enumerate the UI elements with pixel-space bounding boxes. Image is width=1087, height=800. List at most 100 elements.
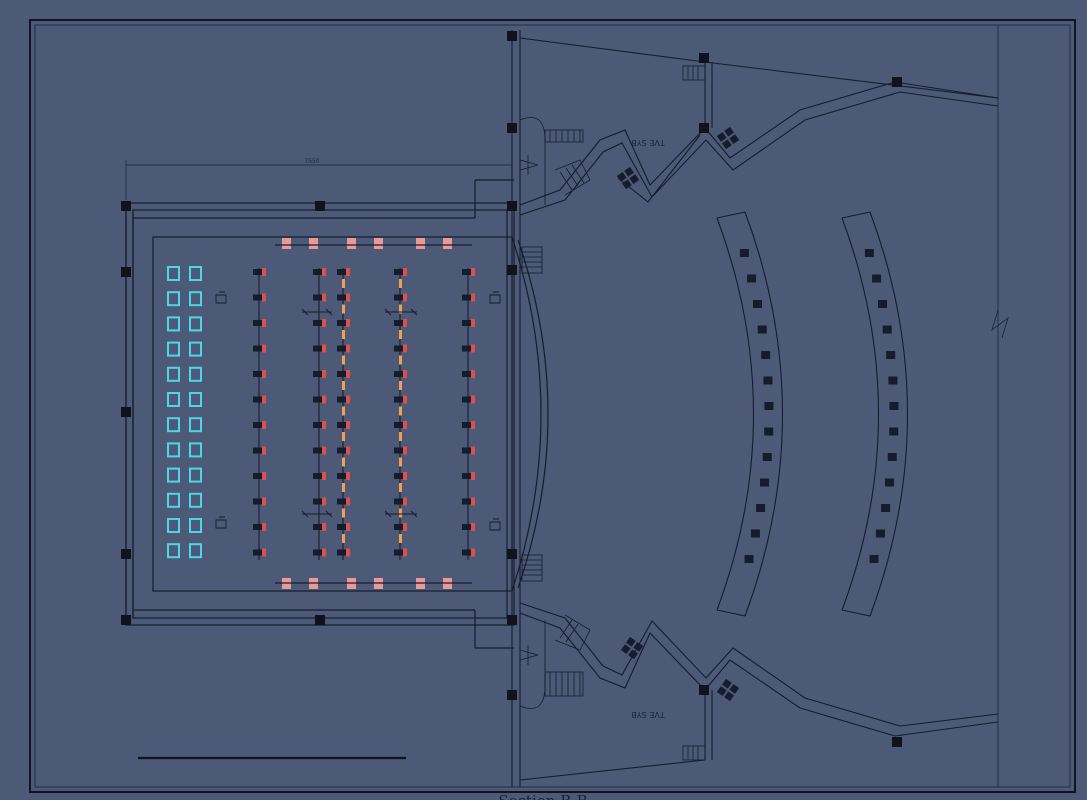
fixture-red — [403, 293, 407, 302]
dimension-line: 7550 — [125, 158, 513, 200]
arc-seat — [885, 478, 895, 487]
cyan-fixture — [189, 442, 202, 458]
fixture-orange — [342, 457, 345, 467]
fixture-body — [253, 371, 265, 377]
seating-arc-front — [716, 211, 783, 617]
sheet-inner-border — [34, 24, 1071, 788]
pink-fixture — [416, 238, 425, 249]
fixture-body — [313, 549, 325, 556]
arc-seat — [886, 351, 896, 359]
arc-seat — [764, 402, 774, 410]
fixture-body — [394, 345, 406, 352]
pink-fixtures — [282, 238, 452, 589]
fixture-body — [394, 320, 406, 326]
fixture-body — [313, 294, 325, 301]
arc-seat-fixtures — [739, 249, 899, 563]
fixture-red — [471, 497, 475, 506]
fixture-body — [337, 396, 349, 403]
fixture-body — [253, 498, 265, 505]
cyan-fixture — [189, 417, 202, 433]
balcony-seat — [724, 691, 734, 702]
fixture-red — [346, 497, 350, 506]
fixture-body — [394, 447, 406, 454]
fixture-body — [394, 371, 406, 377]
corridor-walls — [511, 30, 521, 787]
arc-seat — [875, 529, 885, 538]
fixture-red — [403, 344, 407, 353]
fixture-orange — [399, 483, 402, 492]
fixture-orange — [399, 432, 402, 441]
fixture-body — [394, 524, 406, 530]
cyan-fixture — [167, 341, 180, 357]
cyan-fixtures — [167, 266, 202, 559]
fixture-body — [462, 269, 474, 275]
cyan-fixture — [167, 366, 180, 382]
fixture-body — [337, 473, 349, 479]
fixture-orange — [399, 406, 402, 416]
fixture-orange — [342, 432, 345, 441]
fixture-body — [253, 524, 265, 530]
arc-seat — [882, 325, 892, 334]
fixture-orange — [399, 304, 402, 314]
fixture-red — [322, 344, 326, 353]
fixture-body — [337, 422, 349, 428]
fixture-body — [462, 524, 474, 530]
fixture-body — [462, 422, 474, 428]
column — [507, 265, 517, 275]
column — [507, 615, 517, 625]
column — [121, 549, 131, 559]
arc-seat — [864, 249, 874, 257]
fixture-red — [471, 395, 475, 404]
fixture-red — [346, 370, 350, 378]
arc-seat — [762, 453, 772, 461]
fixture-red — [403, 319, 407, 327]
column — [121, 201, 131, 211]
column — [699, 53, 709, 63]
fixture-red — [346, 268, 350, 276]
fixture-red — [262, 344, 266, 353]
cyan-fixture — [189, 316, 202, 332]
cyan-fixture — [167, 266, 180, 281]
cyan-fixture — [189, 467, 202, 483]
column — [507, 690, 517, 700]
arc-seat — [763, 376, 773, 385]
fixture-red — [471, 319, 475, 327]
seat-cluster — [716, 126, 740, 150]
fixture-red — [403, 523, 407, 531]
fixture-body — [253, 269, 265, 275]
cyan-fixture — [167, 316, 180, 332]
fixture-body — [313, 498, 325, 505]
fixture-orange — [399, 534, 402, 543]
fixture-body — [394, 422, 406, 428]
fixture-orange — [342, 534, 345, 543]
fixture-body — [394, 549, 406, 556]
fixture-body — [337, 320, 349, 326]
fixture-orange — [399, 381, 402, 390]
pink-fixture — [282, 238, 291, 249]
break-line — [991, 309, 1009, 339]
fixture-red — [322, 319, 326, 327]
fixture-body — [313, 447, 325, 454]
fixture-orange — [342, 406, 345, 416]
balcony-seat — [620, 644, 631, 654]
fixture-body — [337, 447, 349, 454]
fixture-red — [322, 421, 326, 429]
cyan-fixture — [189, 266, 202, 281]
column — [892, 77, 902, 87]
fixture-red — [346, 319, 350, 327]
column — [892, 737, 902, 747]
column — [507, 201, 517, 211]
fixture-body — [337, 345, 349, 352]
cyan-fixture — [167, 392, 180, 407]
fixture-red — [403, 446, 407, 455]
fixture-red — [322, 472, 326, 480]
fixture-red — [322, 268, 326, 276]
fixture-red — [346, 548, 350, 557]
fixture-red — [262, 319, 266, 327]
fixture-body — [462, 447, 474, 454]
arc-seat — [761, 351, 771, 359]
fixture-red — [403, 497, 407, 506]
fixture-red — [471, 370, 475, 378]
fixture-body — [313, 524, 325, 530]
